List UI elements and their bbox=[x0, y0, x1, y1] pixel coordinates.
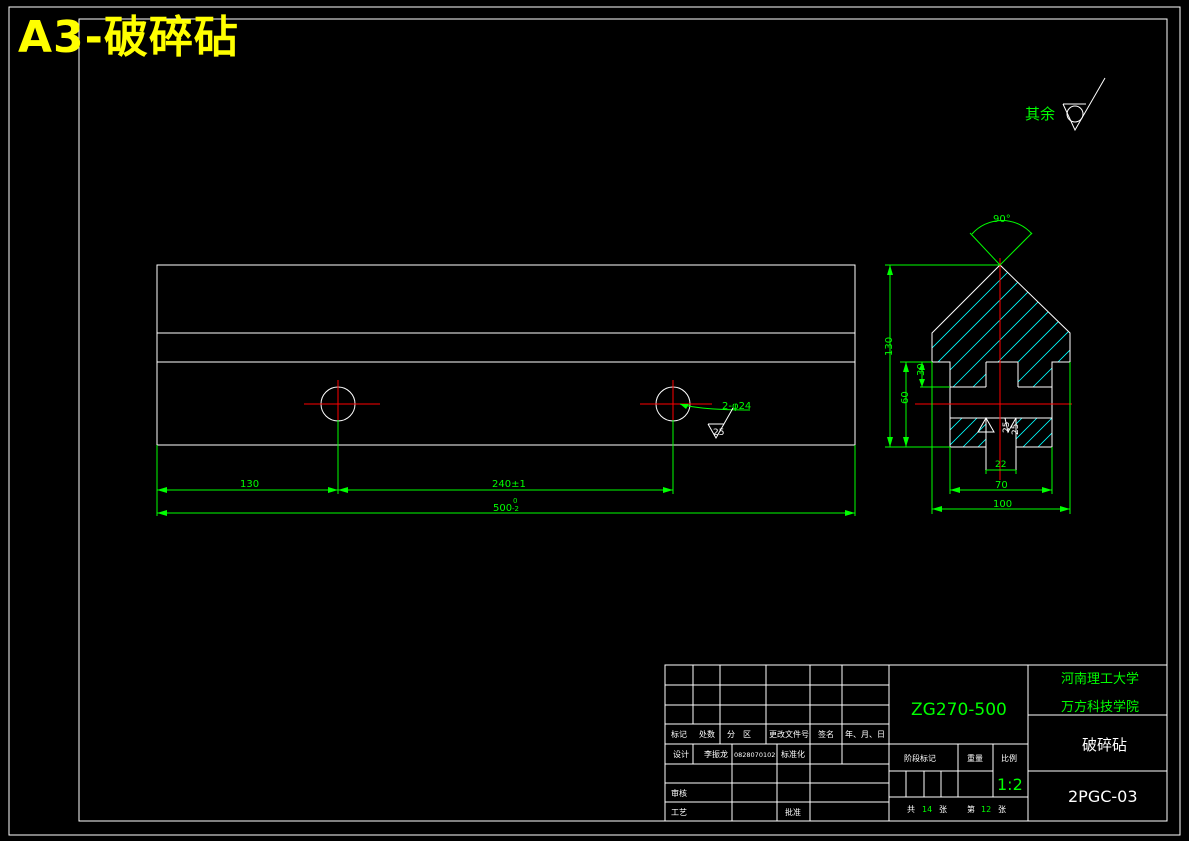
outer-border bbox=[8, 6, 1181, 836]
tb-gongyi: 工艺 bbox=[671, 808, 687, 817]
tb-genggai: 更改文件号 bbox=[769, 729, 809, 739]
tb-part-name: 破碎砧 bbox=[1082, 736, 1127, 754]
dim-240: 240±1 bbox=[492, 479, 526, 490]
dim-h30: 30 bbox=[916, 363, 927, 376]
front-view bbox=[156, 264, 856, 446]
dim-500-tol-lower: -2 bbox=[512, 505, 519, 513]
tb-chushu: 处数 bbox=[699, 729, 715, 739]
dim-130: 130 bbox=[240, 479, 259, 490]
side-dimensions: 90° 130 60 30 22 70 100 bbox=[884, 214, 1071, 514]
tb-zhang2: 张 bbox=[998, 805, 1006, 814]
tb-gong: 共 bbox=[907, 805, 915, 814]
tb-sheet: 12 bbox=[981, 805, 991, 814]
tb-qianming: 签名 bbox=[818, 729, 834, 739]
dim-500: 500 bbox=[493, 503, 512, 514]
tb-di: 第 bbox=[967, 804, 975, 814]
tb-bili: 比例 bbox=[1001, 753, 1017, 763]
dim-h60: 60 bbox=[900, 391, 911, 404]
tb-fenqu: 分 区 bbox=[727, 730, 751, 739]
roughness-symbol: 其余 bbox=[1025, 77, 1106, 132]
dim-angle: 90° bbox=[993, 214, 1011, 225]
dim-w100: 100 bbox=[993, 499, 1012, 510]
tb-biaozhunhua: 标准化 bbox=[781, 749, 805, 759]
tb-zhongliang: 重量 bbox=[967, 753, 983, 763]
dim-hole: 2-φ24 bbox=[722, 401, 751, 412]
roughness-label: 其余 bbox=[1025, 105, 1055, 123]
tb-sheji: 设计 bbox=[673, 749, 689, 759]
dim-w70: 70 bbox=[995, 480, 1008, 491]
tb-designer-id: 0828070102 bbox=[734, 751, 775, 759]
tb-shenhe: 审核 bbox=[671, 788, 687, 798]
front-dimensions: 130 240±1 500 0 -2 2-φ24 25 bbox=[156, 401, 856, 516]
tb-school2: 万方科技学院 bbox=[1061, 699, 1139, 715]
inner-frame bbox=[78, 18, 1168, 822]
side-view: 25 25 bbox=[915, 258, 1072, 480]
tb-school1: 河南理工大学 bbox=[1061, 671, 1139, 687]
tb-jieduan: 阶段标记 bbox=[904, 753, 936, 763]
tb-scale: 1:2 bbox=[997, 775, 1023, 794]
tb-total: 14 bbox=[922, 805, 932, 814]
side-roughness-25a: 25 bbox=[1002, 422, 1012, 433]
side-roughness-25b: 25 bbox=[1011, 424, 1021, 435]
tb-pizhun: 批准 bbox=[785, 807, 801, 817]
tb-drawing-no: 2PGC-03 bbox=[1068, 787, 1138, 806]
tb-biaoji: 标记 bbox=[671, 729, 687, 739]
tb-zhang: 张 bbox=[939, 805, 947, 814]
dim-500-tol-upper: 0 bbox=[513, 497, 517, 505]
title-block: 标记 处数 分 区 更改文件号 签名 年、月、日 设计 李振龙 08280701… bbox=[664, 664, 1168, 822]
tb-designer: 李振龙 bbox=[704, 749, 728, 759]
hole-roughness: 25 bbox=[713, 428, 724, 438]
page-title: A3-破碎砧 bbox=[18, 12, 239, 63]
dim-w22: 22 bbox=[995, 460, 1006, 470]
tb-material: ZG270-500 bbox=[911, 700, 1007, 720]
dim-h130: 130 bbox=[884, 337, 895, 356]
tb-nianyueri: 年、月、日 bbox=[845, 729, 885, 739]
